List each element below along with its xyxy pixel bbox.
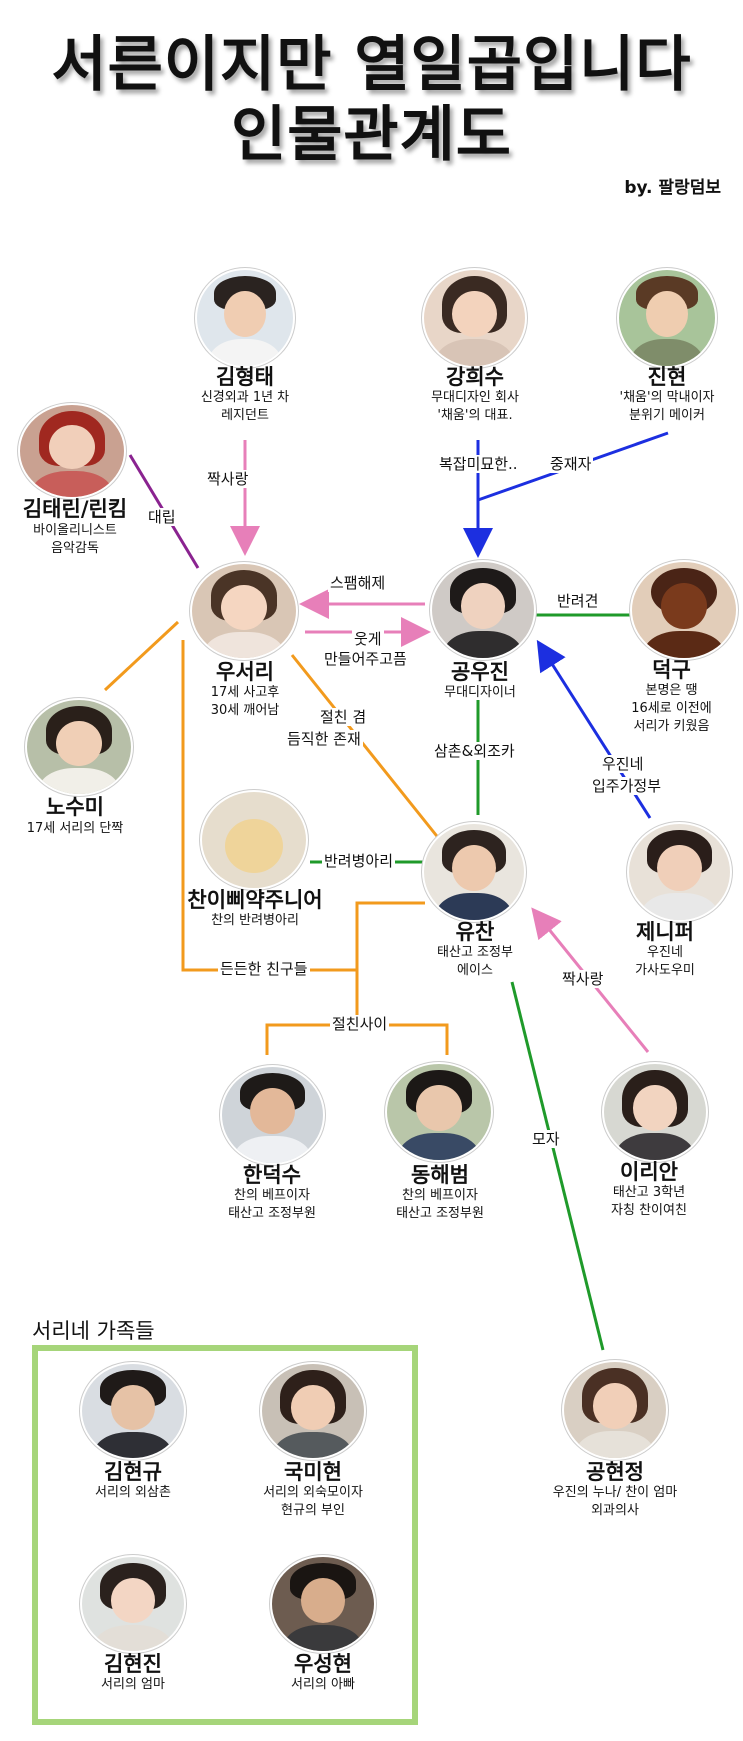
name-chick: 찬이삐약주니어 <box>187 888 323 912</box>
avatar-gong-woojin <box>430 560 536 660</box>
desc-jinhyun-1: '채움'의 막내이자 <box>619 390 715 405</box>
avatar-lee-rian <box>602 1062 708 1162</box>
desc-kim-taerin-1: 바이올리니스트 <box>33 523 117 538</box>
rel-pet-dog: 반려견 <box>555 592 601 610</box>
rel-reliable-friends: 든든한 친구들 <box>218 960 310 978</box>
desc-jenny-2: 가사도우미 <box>635 963 695 978</box>
name-kim-hyunjin: 김현진 <box>104 1652 162 1676</box>
name-han-deoksu: 한덕수 <box>243 1163 301 1187</box>
desc-gong-hyunjung-1: 우진의 누나/ 찬이 엄마 <box>552 1485 678 1500</box>
name-guk-mihyun: 국미현 <box>284 1460 342 1484</box>
desc-deokgu-1: 본명은 땡 <box>645 683 698 698</box>
avatar-yuchan <box>422 822 526 922</box>
desc-deokgu-3: 서리가 키웠음 <box>633 719 710 734</box>
rel-crush-hyungtae: 짝사랑 <box>205 470 251 488</box>
desc-woo-seori-2: 30세 깨어남 <box>210 703 280 718</box>
line-yuchan-friends <box>355 901 425 1015</box>
name-gong-hyunjung: 공현정 <box>586 1460 644 1484</box>
avatar-gong-hyunjung <box>562 1360 668 1460</box>
desc-lee-rian-1: 태산고 3학년 <box>612 1185 686 1200</box>
desc-guk-mihyun-2: 현규의 부인 <box>281 1503 345 1518</box>
name-kim-hyungyu: 김현규 <box>104 1460 162 1484</box>
rel-best-friends: 절친사이 <box>330 1015 390 1033</box>
name-kim-taerin: 김태린/린킴 <box>22 497 128 521</box>
name-kang-heesu: 강희수 <box>446 365 504 389</box>
byline: by. 팔랑덤보 <box>624 178 721 198</box>
desc-han-deoksu-1: 찬의 베프이자 <box>234 1188 310 1203</box>
name-gong-woojin: 공우진 <box>451 660 509 684</box>
avatar-woo-seori <box>190 562 298 660</box>
avatar-kang-heesu <box>422 268 527 368</box>
avatar-kim-hyungyu <box>80 1362 186 1460</box>
avatar-kim-taerin <box>18 403 126 499</box>
rel-uncle-nephew: 삼촌&외조카 <box>432 742 517 760</box>
desc-chick-1: 찬의 반려병아리 <box>211 913 299 928</box>
page-title-line2: 인물관계도 <box>231 100 512 170</box>
line-seori-sumi <box>103 620 180 692</box>
line-yuchan-hyunjung <box>510 981 605 1351</box>
avatar-jinhyun <box>617 268 717 368</box>
name-kim-hyungtae: 김형태 <box>216 365 274 389</box>
page-title-line1: 서른이지만 열일곱입니다 <box>51 30 692 100</box>
name-deokgu: 덕구 <box>652 658 691 682</box>
desc-kim-hyungyu-1: 서리의 외삼촌 <box>95 1485 171 1500</box>
desc-yuchan-1: 태산고 조정부 <box>437 945 513 960</box>
avatar-jenny <box>627 822 732 922</box>
avatar-chick <box>200 790 308 890</box>
desc-lee-rian-2: 자칭 찬이여친 <box>611 1203 687 1218</box>
avatar-dong-haebeom <box>385 1062 493 1162</box>
desc-kang-heesu-2: '채움'의 대표. <box>437 408 513 423</box>
desc-kim-taerin-2: 음악감독 <box>51 541 99 556</box>
desc-woo-sunghyun-1: 서리의 아빠 <box>291 1677 355 1692</box>
rel-friend-1: 절친 겸 <box>318 708 369 726</box>
family-box <box>32 1345 418 1725</box>
rel-woojin-house-1: 우진네 <box>600 755 646 773</box>
rel-make-laugh-2: 만들어주고픔 <box>322 650 409 668</box>
avatar-no-sumi <box>25 698 133 796</box>
name-jenny: 제니퍼 <box>636 920 694 944</box>
desc-jinhyun-2: 분위기 메이커 <box>629 408 705 423</box>
rel-pet-chick: 반려병아리 <box>322 852 396 870</box>
desc-dong-haebeom-1: 찬의 베프이자 <box>402 1188 478 1203</box>
avatar-guk-mihyun <box>260 1362 366 1460</box>
desc-kang-heesu-1: 무대디자인 회사 <box>431 390 519 405</box>
avatar-deokgu <box>630 560 738 660</box>
rel-complicated: 복잡미묘한.. <box>437 455 520 473</box>
name-no-sumi: 노수미 <box>46 795 104 819</box>
name-jinhyun: 진현 <box>647 365 687 389</box>
rel-friend-2: 듬직한 존재 <box>285 730 363 748</box>
desc-guk-mihyun-1: 서리의 외숙모이자 <box>263 1485 363 1500</box>
desc-no-sumi-1: 17세 서리의 단짝 <box>26 821 124 836</box>
rel-spam-release: 스팸해제 <box>328 574 388 592</box>
name-woo-sunghyun: 우성현 <box>294 1652 352 1676</box>
desc-jenny-1: 우진네 <box>647 945 683 960</box>
desc-kim-hyunjin-1: 서리의 엄마 <box>101 1677 165 1692</box>
avatar-woo-sunghyun <box>270 1555 376 1653</box>
desc-dong-haebeom-2: 태산고 조정부원 <box>396 1206 484 1221</box>
avatar-han-deoksu <box>220 1065 325 1165</box>
rel-crush-rian: 짝사랑 <box>560 970 606 988</box>
desc-deokgu-2: 16세로 이전에 <box>631 701 712 716</box>
desc-kim-hyungtae-1: 신경외과 1년 차 <box>200 390 290 405</box>
name-yuchan: 유찬 <box>455 920 495 944</box>
rel-mediator: 중재자 <box>548 455 594 473</box>
name-dong-haebeom: 동해범 <box>411 1163 469 1187</box>
desc-woo-seori-1: 17세 사고후 <box>210 685 280 700</box>
desc-kim-hyungtae-2: 레지던트 <box>221 408 269 423</box>
avatar-kim-hyungtae <box>195 268 295 368</box>
rel-make-laugh-1: 웃게 <box>352 630 384 648</box>
rel-rival-taerin: 대립 <box>146 508 178 526</box>
avatar-kim-hyunjin <box>80 1555 186 1653</box>
rel-mother-son: 모자 <box>530 1130 562 1148</box>
desc-gong-hyunjung-2: 외과의사 <box>591 1503 639 1518</box>
family-title: 서리네 가족들 <box>32 1319 155 1343</box>
desc-yuchan-2: 에이스 <box>457 963 493 978</box>
name-woo-seori: 우서리 <box>216 660 274 684</box>
line-seori-yuchan <box>290 654 442 841</box>
desc-gong-woojin-1: 무대디자이너 <box>444 685 516 700</box>
desc-han-deoksu-2: 태산고 조정부원 <box>228 1206 316 1221</box>
name-lee-rian: 이리안 <box>620 1160 678 1184</box>
rel-woojin-house-2: 입주가정부 <box>590 777 664 795</box>
